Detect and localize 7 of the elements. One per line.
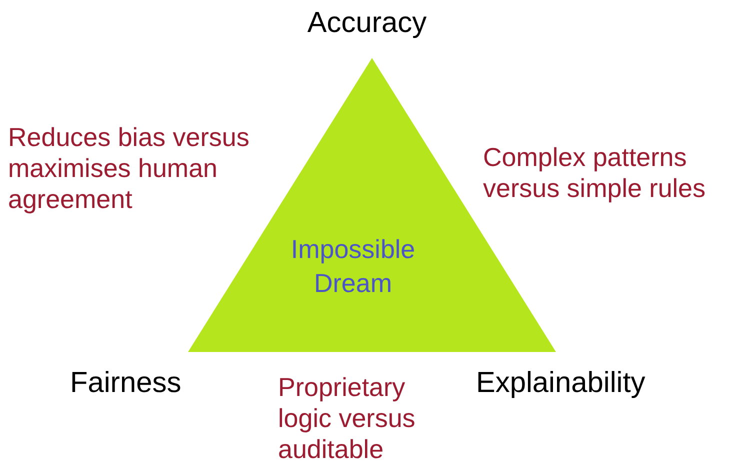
side-label: Proprietary logic versus auditable xyxy=(278,372,416,465)
vertex-label: Explainability xyxy=(476,368,646,399)
side-label: Complex patterns versus simple rules xyxy=(483,142,707,204)
vertex-label: Fairness xyxy=(70,368,182,399)
vertex-label: Accuracy xyxy=(306,8,428,39)
side-label: Reduces bias versus maximises human agreement xyxy=(8,122,250,215)
center-label: Impossible Dream xyxy=(290,233,416,300)
